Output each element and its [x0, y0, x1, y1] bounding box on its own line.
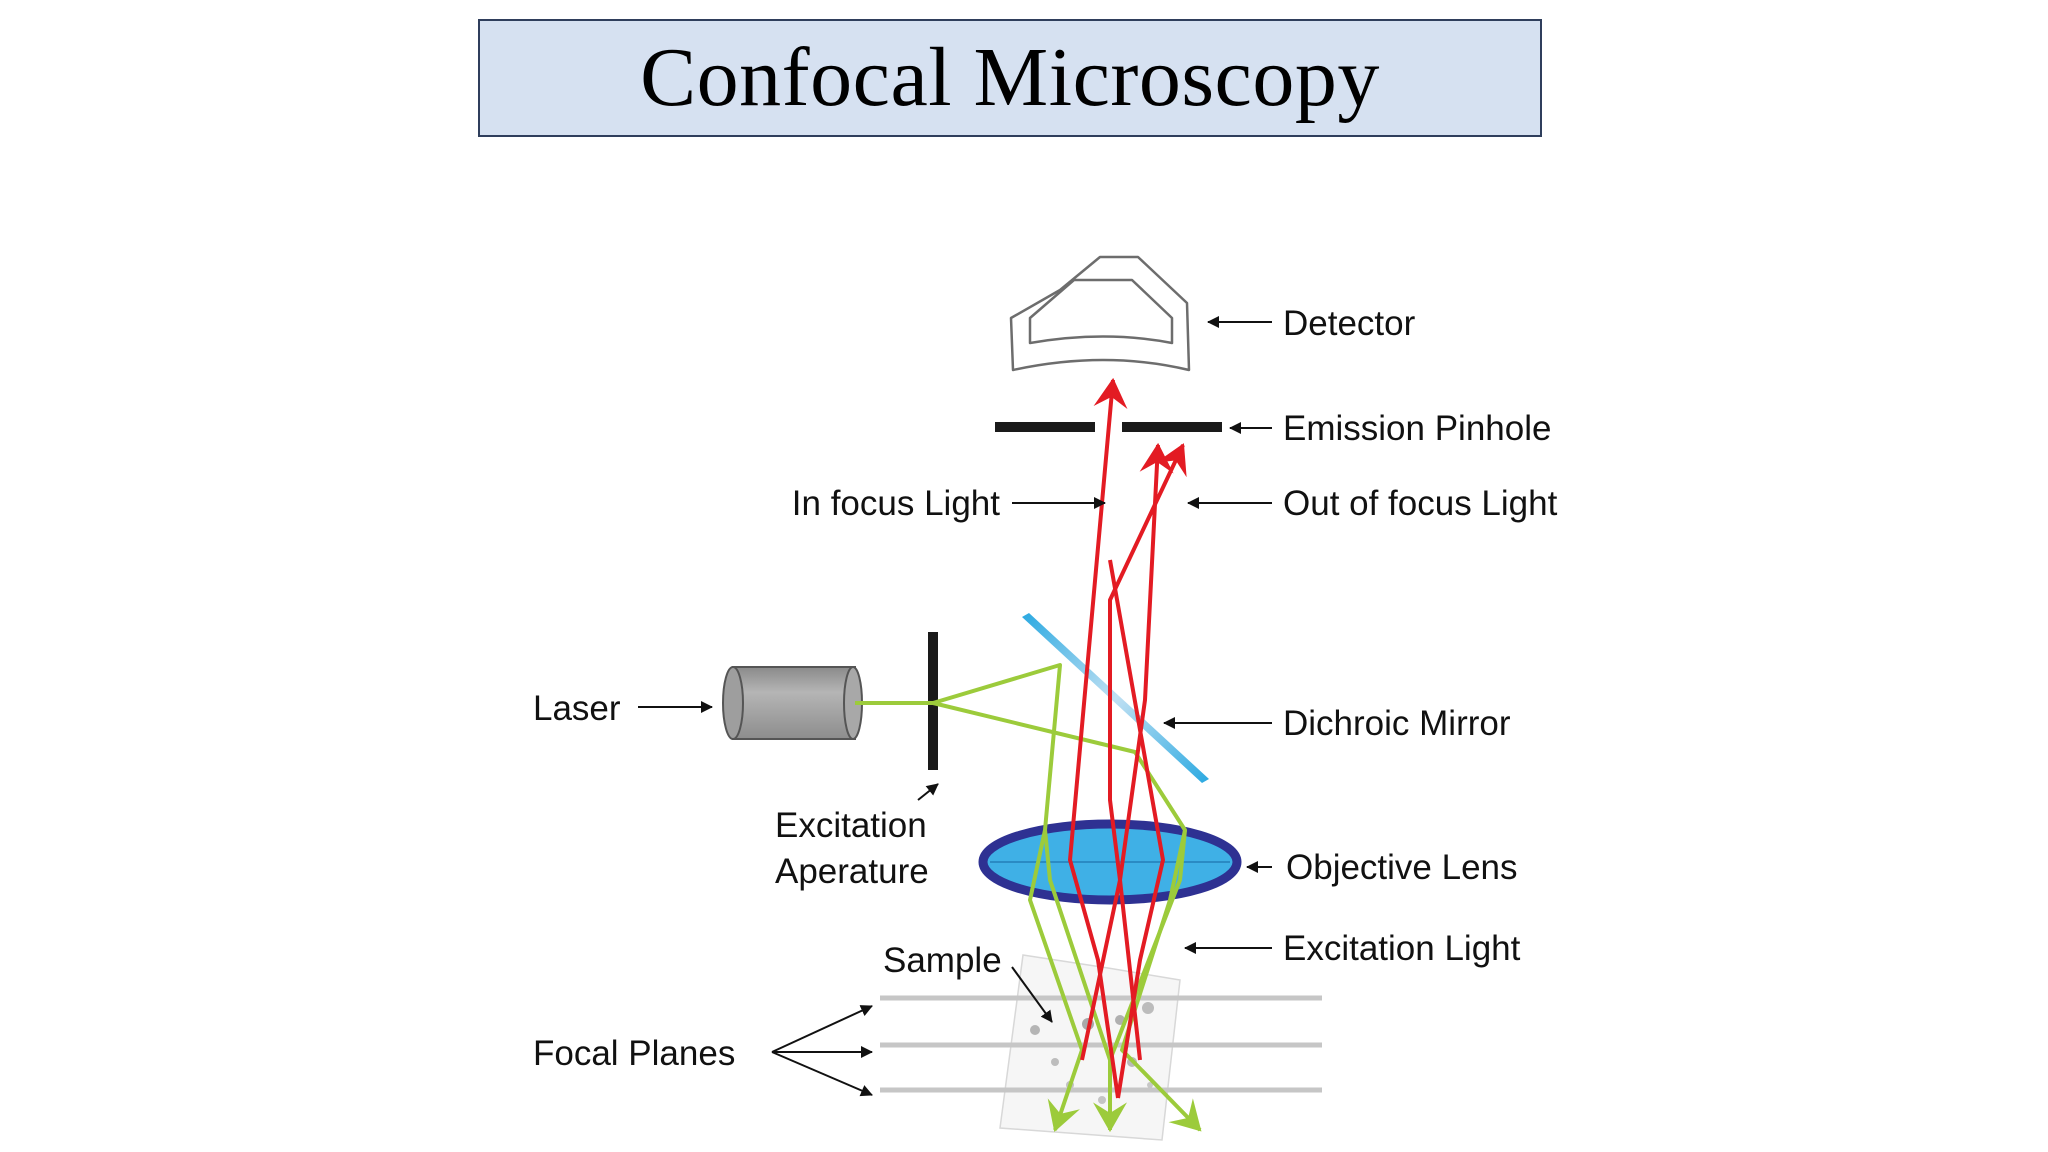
sample-label: Sample — [883, 941, 1002, 980]
focal-planes — [880, 995, 1322, 1093]
excitation-aperture-label-line2: Aperature — [775, 852, 929, 891]
objective-lens-label: Objective Lens — [1286, 848, 1518, 887]
detector-label: Detector — [1283, 304, 1416, 343]
emission-pinhole-label: Emission Pinhole — [1283, 409, 1551, 448]
emission-pinhole — [995, 422, 1222, 432]
detector-icon — [1009, 255, 1191, 372]
excitation-aperture-label-line1: Excitation — [775, 806, 927, 845]
in-focus-light-label: In focus Light — [792, 484, 1000, 523]
emission-light-rays — [1068, 377, 1187, 1099]
excitation-light-label: Excitation Light — [1283, 929, 1521, 968]
page-title: Confocal Microscopy — [640, 31, 1380, 124]
dichroic-mirror — [1022, 613, 1209, 783]
dichroic-mirror-label: Dichroic Mirror — [1283, 704, 1511, 743]
laser-label: Laser — [533, 689, 621, 728]
label-arrows — [638, 316, 1272, 1097]
laser-icon — [722, 666, 863, 740]
title-box: Confocal Microscopy — [478, 19, 1542, 137]
out-of-focus-light-label: Out of focus Light — [1283, 484, 1558, 523]
objective-lens — [978, 819, 1242, 905]
focal-planes-label: Focal Planes — [533, 1034, 735, 1073]
